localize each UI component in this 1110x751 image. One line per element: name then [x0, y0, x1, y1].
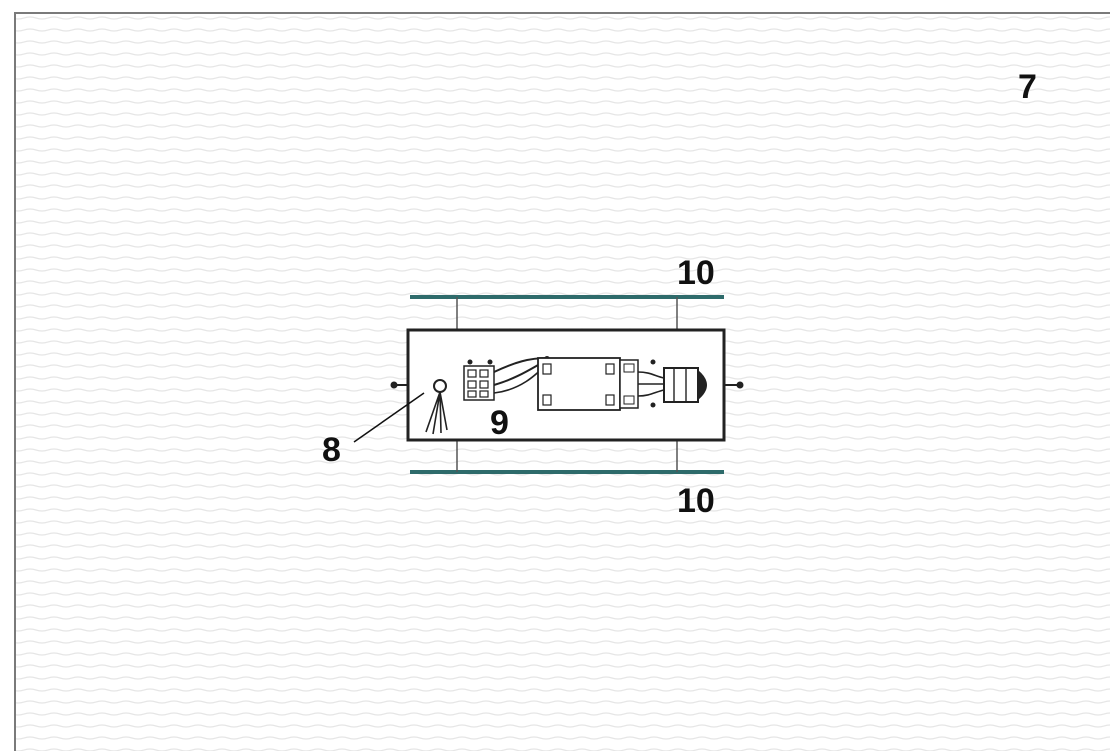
probe-icon — [425, 379, 448, 435]
rail-bottom — [410, 440, 724, 474]
rail-top-label: 10 — [677, 254, 715, 292]
rail-top — [410, 295, 724, 330]
plug-connector-icon — [663, 367, 707, 403]
terminal-block-icon — [463, 359, 495, 401]
wiring-plug — [637, 371, 665, 397]
electronics-module-icon — [537, 357, 656, 411]
panel-label: 7 — [1018, 68, 1037, 106]
connector-label: 9 — [490, 404, 509, 442]
rail-bottom-label: 10 — [677, 482, 715, 520]
sensor-label: 8 — [322, 431, 341, 469]
leader-line-sensor — [353, 392, 425, 443]
